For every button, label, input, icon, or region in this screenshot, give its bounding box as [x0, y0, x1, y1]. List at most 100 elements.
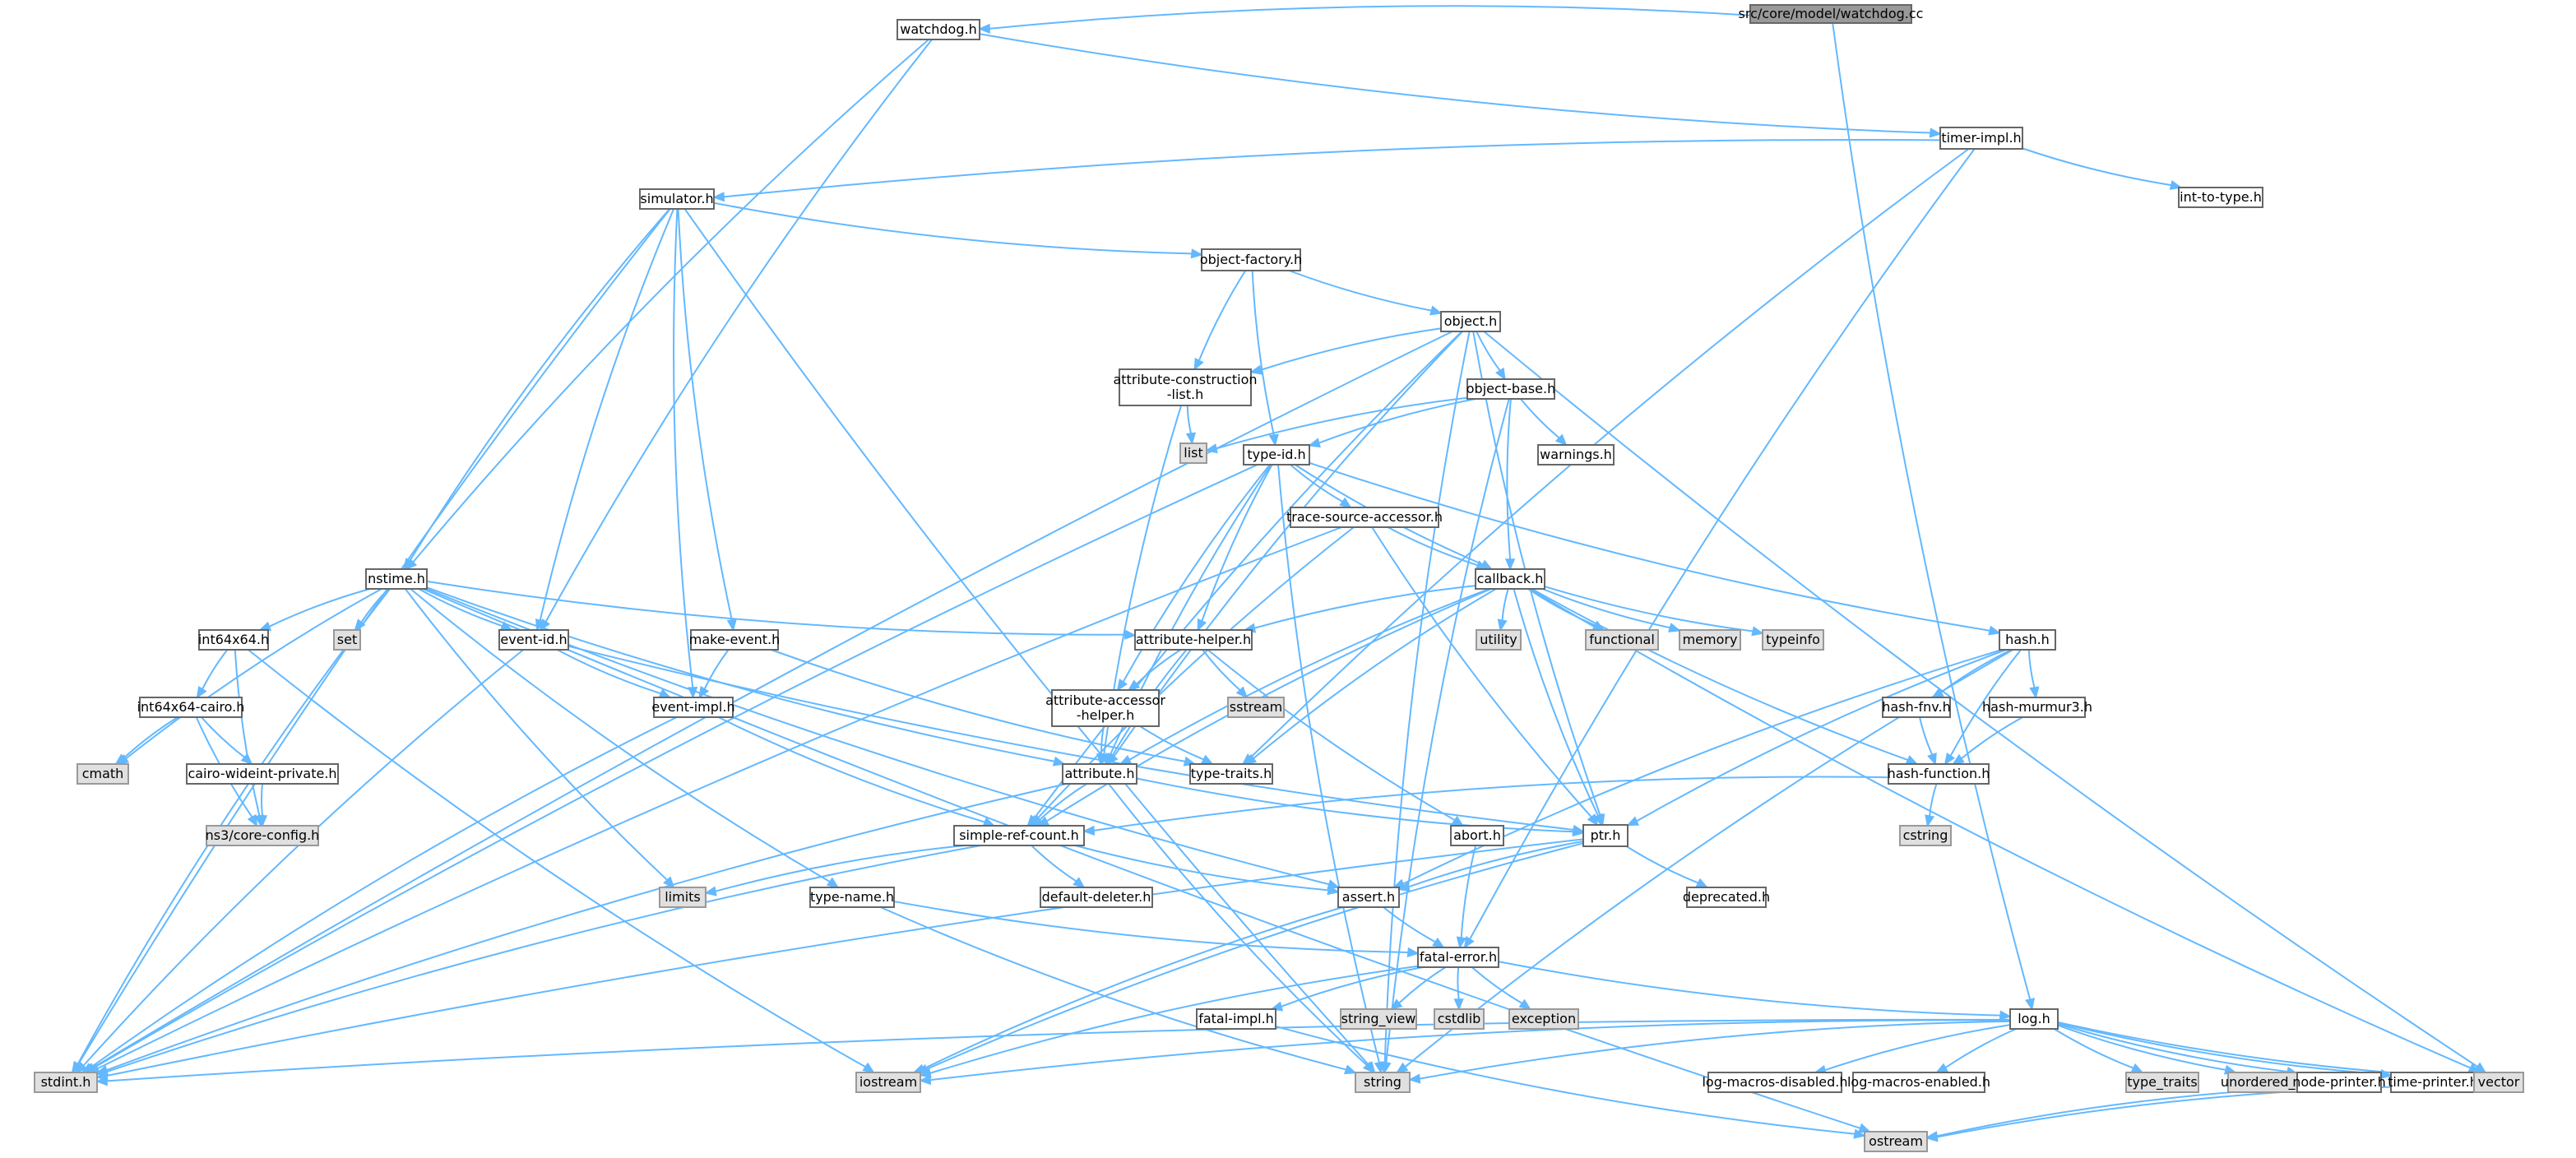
node-box — [1196, 1008, 1276, 1030]
node-cstdlib[interactable]: cstdlib — [1434, 1008, 1485, 1030]
node-default-deleter-h[interactable]: default-deleter.h — [1040, 887, 1153, 908]
node-label: make-event.h — [689, 632, 781, 647]
arrowhead — [1031, 815, 1044, 827]
edge-line — [1108, 783, 1368, 1066]
node-watchdog-h[interactable]: watchdog.h — [897, 19, 980, 40]
arrowhead — [912, 1063, 926, 1074]
edge-hash-murmur3-h-to-hash-function-h — [1952, 716, 2023, 766]
node-attr-construction-h[interactable]: attribute-construction-list.h — [1113, 368, 1258, 406]
arrowhead — [257, 815, 268, 827]
node-int-to-type-h[interactable]: int-to-type.h — [2178, 187, 2263, 208]
node-fatal-error-h[interactable]: fatal-error.h — [1417, 947, 1499, 968]
node-watchdog-cc[interactable]: src/core/model/watchdog.cc — [1739, 4, 1924, 24]
node-memory[interactable]: memory — [1679, 629, 1741, 651]
node-functional[interactable]: functional — [1585, 629, 1659, 651]
edge-nstime-h-to-stdint-h — [71, 588, 391, 1074]
node-list[interactable]: list — [1179, 442, 1207, 464]
node-hash-fnv-h[interactable]: hash-fnv.h — [1882, 697, 1951, 718]
node-callback-h[interactable]: callback.h — [1475, 568, 1545, 590]
node-ptr-h[interactable]: ptr.h — [1582, 824, 1629, 847]
node-timer-impl-h[interactable]: timer-impl.h — [1939, 127, 2023, 150]
node-fatal-impl-h[interactable]: fatal-impl.h — [1196, 1008, 1276, 1030]
node-type-traits[interactable]: type_traits — [2125, 1072, 2199, 1093]
node-set[interactable]: set — [333, 629, 361, 651]
node-assert-h[interactable]: assert.h — [1337, 887, 1400, 908]
node-attribute-h[interactable]: attribute.h — [1062, 763, 1137, 785]
node-nstime-h[interactable]: nstime.h — [365, 568, 428, 590]
node-box — [1899, 825, 1952, 846]
node-string[interactable]: string — [1355, 1072, 1411, 1093]
node-iostream[interactable]: iostream — [855, 1072, 921, 1093]
node-deprecated-h[interactable]: deprecated.h — [1683, 887, 1770, 908]
node-object-h[interactable]: object.h — [1440, 311, 1501, 332]
edge-line — [106, 1018, 2011, 1082]
node-ostream[interactable]: ostream — [1864, 1131, 1928, 1152]
node-trace-source-h[interactable]: trace-source-accessor.h — [1286, 507, 1443, 528]
arrowhead — [1096, 753, 1107, 766]
node-box — [1939, 127, 2023, 150]
node-cairo-wideint-h[interactable]: cairo-wideint-private.h — [186, 763, 339, 785]
node-int64x64-cairo-h[interactable]: int64x64-cairo.h — [137, 697, 245, 718]
arrowhead — [1668, 623, 1681, 632]
edge-line — [360, 588, 389, 623]
edge-line — [2027, 649, 2036, 688]
node-label: -helper.h — [1077, 707, 1135, 723]
node-hash-murmur3-h[interactable]: hash-murmur3.h — [1982, 697, 2092, 718]
node-label: stdint.h — [41, 1074, 91, 1090]
node-simple-ref-count-h[interactable]: simple-ref-count.h — [953, 825, 1085, 846]
node-vector[interactable]: vector — [2473, 1072, 2524, 1093]
node-sstream[interactable]: sstream — [1227, 697, 1285, 718]
node-cmath[interactable]: cmath — [76, 763, 129, 785]
node-object-factory-h[interactable]: object-factory.h — [1200, 248, 1302, 271]
node-string-view[interactable]: string_view — [1340, 1008, 1417, 1030]
node-limits[interactable]: limits — [659, 887, 707, 908]
node-attr-helper-h[interactable]: attribute-helper.h — [1134, 629, 1253, 651]
arrowhead — [1925, 814, 1935, 827]
node-label: set — [337, 632, 357, 647]
edge-line — [715, 845, 966, 892]
node-log-macros-enabled-h[interactable]: log-macros-enabled.h — [1847, 1072, 1990, 1093]
node-box — [1475, 568, 1545, 590]
edge-object-h-to-object-base-h — [1476, 331, 1506, 381]
node-attr-accessor-h[interactable]: attribute-accessor-helper.h — [1045, 689, 1165, 727]
node-node-printer-h[interactable]: node-printer.h — [2292, 1072, 2386, 1093]
edge-line — [409, 208, 670, 562]
edge-line — [1031, 845, 1077, 882]
node-hash-function-h[interactable]: hash-function.h — [1888, 763, 1990, 785]
edge-line — [1936, 1086, 2392, 1138]
node-int64x64-h[interactable]: int64x64.h — [198, 629, 269, 651]
node-event-id-h[interactable]: event-id.h — [498, 629, 569, 651]
arrowhead — [1592, 813, 1603, 827]
node-object-base-h[interactable]: object-base.h — [1466, 378, 1555, 400]
node-make-event-h[interactable]: make-event.h — [689, 629, 781, 651]
node-label: hash-murmur3.h — [1982, 699, 2092, 715]
arrowhead — [1925, 1132, 1939, 1142]
node-hash-h[interactable]: hash.h — [1999, 629, 2056, 651]
node-time-printer-h[interactable]: time-printer.h — [2388, 1072, 2478, 1093]
edge-fatal-error-h-to-iostream — [919, 965, 1419, 1078]
node-cstring[interactable]: cstring — [1899, 825, 1952, 846]
node-warnings-h[interactable]: warnings.h — [1537, 444, 1615, 466]
edge-callback-h-to-hash-function-h — [1531, 588, 1919, 765]
node-type-id-h[interactable]: type-id.h — [1243, 444, 1310, 466]
node-stdint-h[interactable]: stdint.h — [34, 1072, 98, 1093]
node-label: type_traits — [2127, 1074, 2197, 1091]
node-utility[interactable]: utility — [1476, 629, 1522, 651]
node-exception[interactable]: exception — [1508, 1008, 1579, 1030]
edge-line — [989, 5, 1751, 30]
edge-line — [422, 588, 1861, 1129]
node-simulator-h[interactable]: simulator.h — [639, 188, 715, 210]
node-typeinfo[interactable]: typeinfo — [1762, 629, 1824, 651]
edge-hash-function-h-to-simple-ref-count-h — [1082, 776, 1889, 836]
node-abort-h[interactable]: abort.h — [1450, 825, 1504, 846]
node-ns3-core-config-h[interactable]: ns3/core-config.h — [206, 825, 320, 846]
node-type-traits-h[interactable]: type-traits.h — [1189, 763, 1273, 785]
node-log-macros-disabled-h[interactable]: log-macros-disabled.h — [1702, 1072, 1848, 1093]
node-type-name-h[interactable]: type-name.h — [809, 887, 895, 908]
node-event-impl-h[interactable]: event-impl.h — [651, 697, 735, 718]
edge-fatal-error-h-to-exception — [1471, 966, 1531, 1011]
node-log-h[interactable]: log.h — [2009, 1008, 2059, 1030]
edge-type-id-h-to-string — [1277, 464, 1384, 1074]
edge-line — [106, 845, 981, 1073]
edge-line — [929, 1019, 2011, 1082]
